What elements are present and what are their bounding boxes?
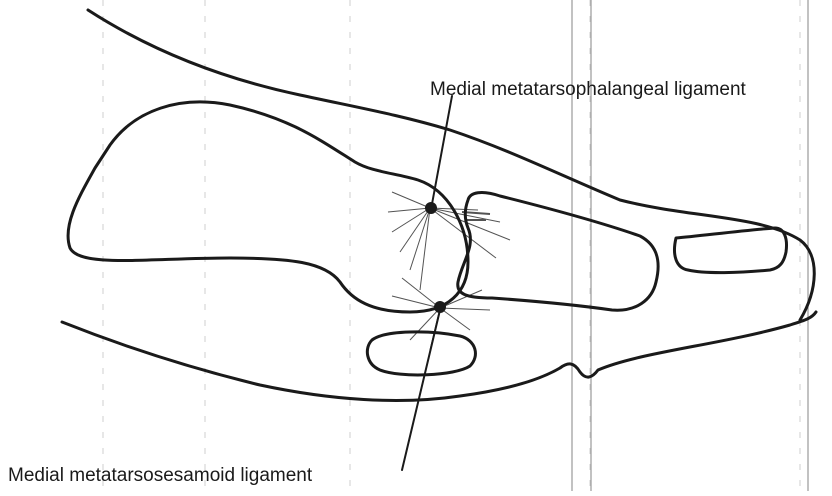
- label-metatarsophalangeal-ligament: Medial metatarsophalangeal ligament: [430, 80, 746, 99]
- leader-line-top: [432, 96, 452, 204]
- scan-lines-solid: [572, 0, 808, 491]
- ligament-fibres: [388, 192, 510, 350]
- sesamoid: [367, 332, 475, 375]
- metatarsosesamoid-attachment-dot: [434, 301, 446, 313]
- plantar-skin-outline: [62, 312, 816, 400]
- label-metatarsosesamoid-ligament: Medial metatarsosesamoid ligament: [8, 466, 312, 485]
- first-metatarsal: [68, 102, 468, 312]
- scan-lines: [103, 0, 800, 491]
- metatarsophalangeal-attachment-dot: [425, 202, 437, 214]
- distal-phalanx: [675, 228, 787, 273]
